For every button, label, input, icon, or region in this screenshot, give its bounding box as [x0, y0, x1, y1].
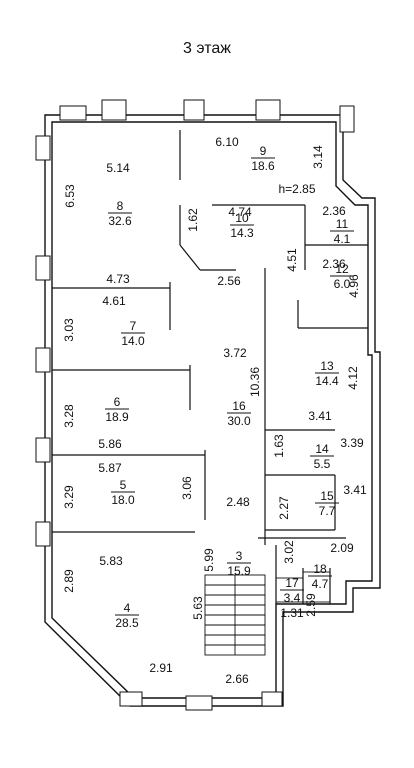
dimension-label: 2.66	[225, 672, 249, 686]
room-number: 7	[130, 319, 137, 333]
dimension-label: 3.06	[180, 476, 194, 500]
dimension-label: 3.39	[340, 436, 364, 450]
room-area: 3.4	[284, 591, 301, 605]
room-area: 18.6	[251, 159, 275, 173]
dimension-label: 5.14	[106, 161, 130, 175]
dimension-label: 4.73	[106, 272, 130, 286]
dimension-label: 1.62	[186, 208, 200, 232]
dimension-label: 5.83	[99, 554, 123, 568]
ceiling-height-note: h=2.85	[278, 182, 315, 196]
room-area: 7.7	[319, 504, 336, 518]
dimension-label: 2.36	[322, 204, 346, 218]
room-area: 32.6	[108, 214, 132, 228]
dimension-label: 5.86	[98, 437, 122, 451]
stair-treads	[204, 571, 331, 656]
room-number: 12	[335, 262, 349, 276]
room-area: 18.9	[105, 410, 129, 424]
room-area: 4.7	[312, 577, 329, 591]
dimension-label: 2.59	[304, 593, 318, 617]
dimension-label: 2.27	[277, 496, 291, 520]
dimension-label: 5.63	[191, 596, 205, 620]
room-number: 10	[235, 211, 249, 225]
room-number: 18	[313, 562, 327, 576]
dimension-label: 2.89	[62, 569, 76, 593]
dimension-label: 2.48	[226, 495, 250, 509]
dimension-label: 2.36	[322, 257, 346, 271]
dimension-label: 4.61	[102, 294, 126, 308]
room-number: 16	[232, 399, 246, 413]
room-number: 15	[320, 489, 334, 503]
dimension-label: 6.53	[63, 184, 77, 208]
dimension-label: 3.29	[62, 485, 76, 509]
room-number: 4	[124, 601, 131, 615]
room-number: 13	[320, 359, 334, 373]
room-area: 14.0	[121, 334, 145, 348]
room-area: 14.3	[230, 226, 254, 240]
dimension-label: 3.02	[282, 540, 296, 564]
room-number: 3	[236, 549, 243, 563]
room-number: 5	[120, 478, 127, 492]
room-number: 11	[336, 217, 349, 231]
interior-walls	[52, 130, 368, 604]
dimension-label: 4.51	[285, 248, 299, 272]
dimension-label: 3.14	[311, 145, 325, 169]
dimension-label: 4.74	[228, 205, 252, 219]
dimension-label: 5.87	[98, 461, 122, 475]
windows	[35, 99, 355, 711]
room-number: 17	[285, 576, 299, 590]
dimension-label: 4.12	[346, 366, 360, 390]
dimension-label: 3.41	[308, 409, 332, 423]
room-area: 28.5	[115, 616, 139, 630]
room-area: 1.31	[280, 606, 304, 620]
dimension-label: 3.03	[62, 318, 76, 342]
dimension-label: 1.63	[272, 434, 286, 458]
room-number: 9	[260, 144, 267, 158]
dimension-label: 4.96	[347, 274, 361, 298]
room-area: 18.0	[111, 493, 135, 507]
dimension-label: 3.28	[62, 404, 76, 428]
dimension-label: 3.41	[343, 483, 367, 497]
room-number: 14	[315, 442, 329, 456]
room-area: 30.0	[227, 414, 251, 428]
room-number: 6	[114, 395, 121, 409]
dimension-label: 5.99	[202, 548, 216, 572]
floor-title: 3 этаж	[183, 40, 231, 57]
dimension-label: 6.10	[215, 135, 239, 149]
dimension-label: 3.72	[223, 346, 247, 360]
dimension-label: 10.36	[248, 367, 262, 397]
room-area: 6.0	[334, 277, 351, 291]
dimension-label: 2.91	[149, 661, 173, 675]
dimension-label: 2.56	[217, 274, 241, 288]
room-area: 15.9	[227, 564, 251, 578]
room-number: 8	[117, 199, 124, 213]
room-area: 5.5	[314, 457, 331, 471]
dimension-label: 2.09	[330, 541, 354, 555]
room-area: 4.1	[334, 232, 351, 246]
room-area: 14.4	[315, 374, 339, 388]
outer-walls	[44, 114, 381, 707]
